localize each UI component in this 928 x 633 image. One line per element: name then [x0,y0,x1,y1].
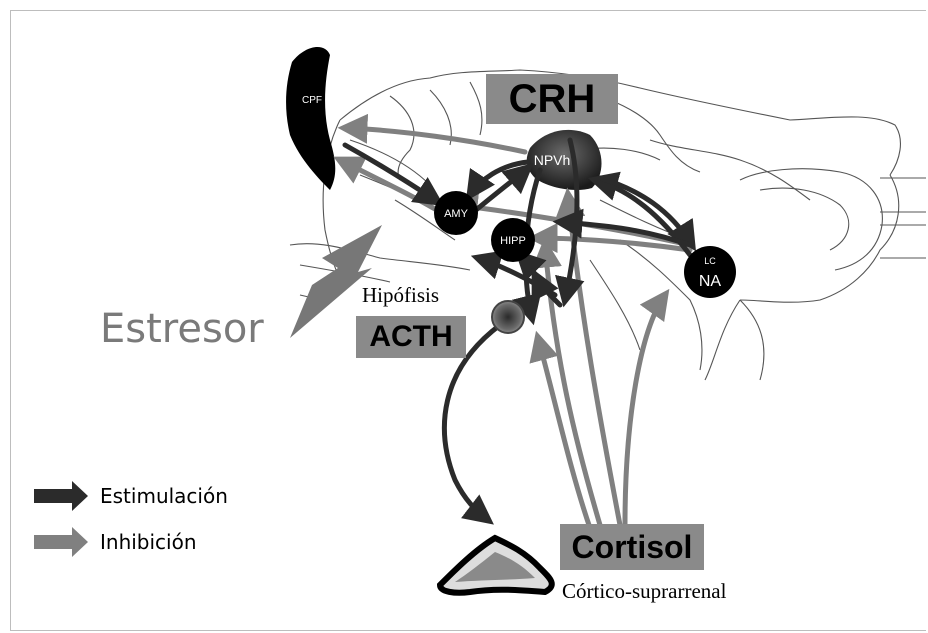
acth-box: ACTH [356,316,466,358]
acth-label: ACTH [369,320,452,354]
stressor-label: Estresor [100,306,264,352]
legend-inhibition-label: Inhibición [100,530,197,554]
pituitary-region [492,301,524,333]
cortico-label: Córtico-suprarrenal [562,579,727,603]
legend-inhibition-arrow [34,527,88,557]
hipofisis-label: Hipófisis [362,283,439,307]
amy-label: AMY [444,208,469,220]
lc-na-node [684,246,736,298]
legend-stimulation-arrow [34,481,88,511]
cpf-label: CPF [302,95,322,106]
crh-label: CRH [509,77,596,122]
npvh-label: NPVh [534,152,571,168]
cortisol-box: Cortisol [560,524,704,570]
crh-box: CRH [486,74,618,124]
legend-stimulation-label: Estimulación [100,484,228,508]
hipp-label: HIPP [500,235,526,247]
adrenal-gland [440,538,552,593]
lc-label: LC [704,256,716,266]
na-label: NA [699,273,722,290]
cpf-region [286,47,335,190]
cortisol-label: Cortisol [572,529,693,566]
